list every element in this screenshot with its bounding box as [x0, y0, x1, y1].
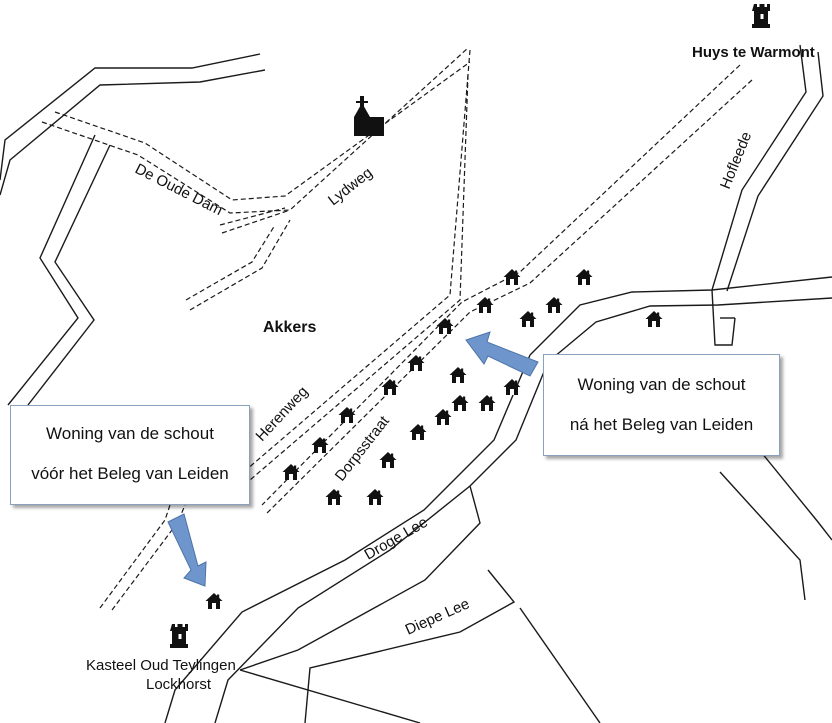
house-icon [519, 311, 537, 327]
callout-after-siege: Woning van de schout ná het Beleg van Le… [543, 354, 780, 456]
arrow-before [167, 513, 207, 587]
house-icon [478, 395, 496, 411]
castle-tower-icon [170, 624, 188, 648]
house-icon [409, 424, 427, 440]
callout-before-line2: vóór het Beleg van Leiden [31, 464, 229, 483]
callout-before-siege: Woning van de schout vóór het Beleg van … [10, 405, 250, 505]
label-droge-lee: Droge Lee [362, 514, 431, 564]
house-icon [436, 318, 454, 334]
label-kasteel-oud-teylingen: Kasteel Oud Teylingen [86, 657, 236, 674]
house-icon [449, 367, 467, 383]
house-icon [434, 409, 452, 425]
label-lockhorst: Lockhorst [146, 676, 212, 693]
house-icon [379, 452, 397, 468]
house-icon [338, 407, 356, 423]
house-icon [282, 464, 300, 480]
house-icon [325, 489, 343, 505]
house-icon [451, 395, 469, 411]
callout-after-line1: Woning van de schout [577, 375, 746, 394]
callout-before-line1: Woning van de schout [46, 424, 214, 443]
house-icon [503, 269, 521, 285]
castle-tower-icon [752, 4, 770, 28]
house-icon [575, 269, 593, 285]
house-icon [381, 379, 399, 395]
house-icon [645, 311, 663, 327]
roads [0, 44, 832, 723]
label-diepe-lee: Diepe Lee [403, 595, 472, 638]
house-icon [545, 297, 563, 313]
church-icon [354, 96, 384, 136]
footpaths [41, 47, 753, 611]
house-icon [476, 297, 494, 313]
label-de-oude-dam: De Oude Dam [132, 160, 225, 219]
label-akkers: Akkers [263, 319, 316, 336]
house-icon [205, 593, 223, 609]
label-huys-te-warmont: Huys te Warmont [692, 44, 815, 61]
callout-after-line2: ná het Beleg van Leiden [569, 415, 754, 434]
label-hofleede: Hofleede [717, 129, 755, 191]
house-icon [366, 489, 384, 505]
label-dorpsstraat: Dorpsstraat [332, 412, 394, 484]
arrow-after [465, 331, 539, 377]
house-icon [503, 379, 521, 395]
house-icon [407, 355, 425, 371]
